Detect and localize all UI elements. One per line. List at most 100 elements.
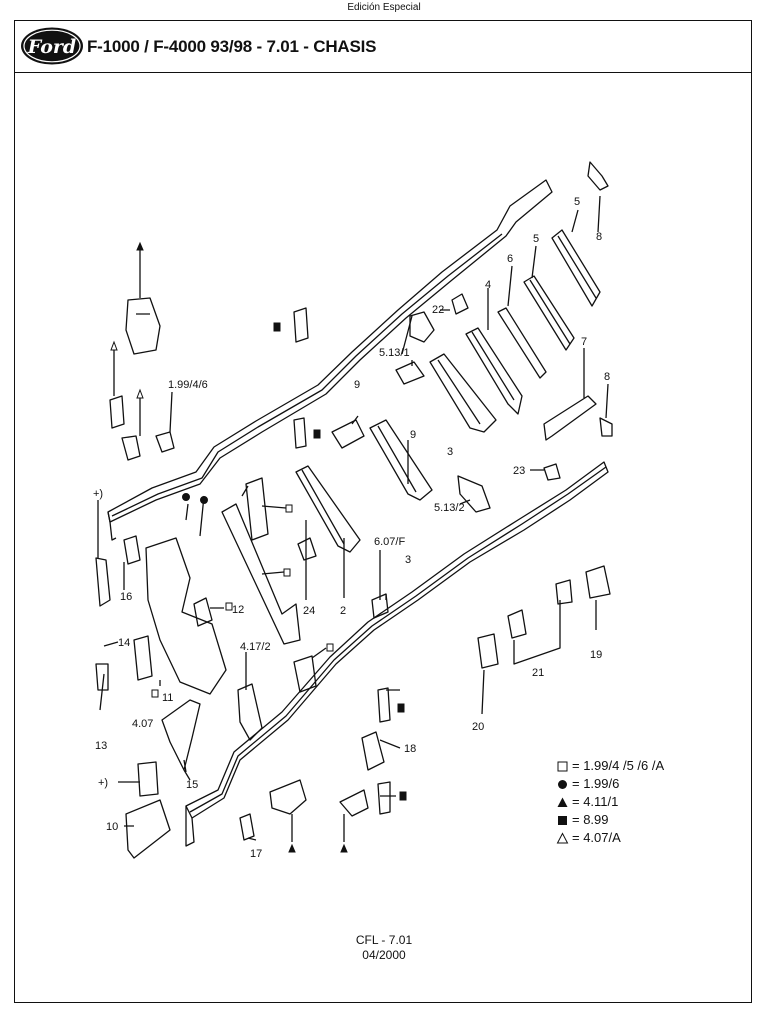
legend-row-circle-filled: = 1.99/6	[556, 775, 664, 793]
bracket-4-07	[133, 635, 153, 681]
callout-7: 7	[581, 336, 587, 348]
callout-9-right: 9	[410, 429, 416, 441]
bracket-15	[161, 699, 201, 771]
bracket-5-13-2	[457, 475, 491, 513]
triangle-outline-icon	[556, 831, 570, 845]
callout-22: 22	[432, 304, 444, 316]
callout-16: 16	[120, 591, 132, 603]
svg-text:Ford: Ford	[27, 36, 76, 58]
bolt-a	[293, 307, 309, 343]
edition-label: Edición Especial	[347, 2, 421, 13]
callout-8-mid: 8	[604, 371, 610, 383]
crossmember-5a	[551, 229, 601, 307]
page-frame: Ford F-1000 / F-4000 93/98 - 7.01 - CHAS…	[14, 20, 752, 1003]
callout-6: 6	[507, 253, 513, 265]
callout-13: 13	[95, 740, 107, 752]
callout-4-17-2: 4.17/2	[240, 641, 271, 653]
hook-mid	[339, 789, 369, 817]
legend-row-square-outline: = 1.99/4 /5 /6 /A	[556, 757, 664, 775]
callout-2: 2	[340, 605, 346, 617]
page-footer: CFL - 7.01 04/2000	[15, 933, 753, 963]
page-header: Ford F-1000 / F-4000 93/98 - 7.01 - CHAS…	[15, 21, 751, 73]
bracket-10	[125, 799, 171, 859]
bracket-22	[451, 293, 469, 315]
callout-12: 12	[232, 604, 244, 616]
callout-5-top: 5	[574, 196, 580, 208]
circle-filled-icon	[556, 777, 570, 791]
mount-1-99	[121, 435, 141, 461]
callout-24: 24	[303, 605, 315, 617]
bracket-20	[477, 633, 499, 669]
legend-row-triangle-outline: = 4.07/A	[556, 829, 664, 847]
callout-3-lower: 3	[405, 554, 411, 566]
crossmember-6	[497, 307, 547, 379]
bolt-d	[377, 781, 391, 815]
mount-12	[193, 597, 213, 627]
plate-left	[95, 557, 111, 607]
bracket-left	[109, 395, 125, 429]
callout-plus-upper: +)	[93, 488, 103, 500]
callout-10: 10	[106, 821, 118, 833]
callout-23: 23	[513, 465, 525, 477]
bracket-24	[297, 537, 317, 561]
callout-11: 11	[162, 692, 173, 704]
callout-1-99-4-6: 1.99/4/6	[168, 379, 208, 391]
shield-lower	[269, 779, 307, 815]
bracket-18	[361, 731, 385, 771]
bolt-c	[377, 687, 391, 723]
bracket-21b	[555, 579, 573, 605]
mount-small	[155, 431, 175, 453]
footer-date: 04/2000	[362, 948, 406, 962]
engine-mount-bracket	[145, 537, 227, 695]
upper-frame-rail	[107, 179, 553, 523]
bracket-mid	[293, 655, 317, 693]
legend-row-triangle-filled: = 4.11/1	[556, 793, 664, 811]
bracket-17	[239, 813, 255, 841]
callout-5-13-1: 5.13/1	[379, 347, 410, 359]
callout-4: 4	[485, 279, 491, 291]
bracket-upper	[125, 297, 161, 355]
bracket-23	[543, 463, 561, 481]
callout-5-13-2: 5.13/2	[434, 502, 465, 514]
brace-upper-left	[245, 477, 269, 541]
triangle-filled-icon	[556, 795, 570, 809]
square-filled-icon	[556, 813, 570, 827]
bracket-8b	[599, 417, 613, 437]
crossmember-4	[465, 327, 523, 415]
bracket-8a	[587, 161, 609, 191]
callout-21: 21	[532, 667, 544, 679]
callout-8-top: 8	[596, 231, 602, 243]
legend-row-square-filled: = 8.99	[556, 811, 664, 829]
footer-code: CFL - 7.01	[355, 933, 413, 947]
callout-17: 17	[250, 848, 262, 860]
bracket-5-13-1	[409, 311, 435, 343]
callout-6-07-f: 6.07/F	[374, 536, 405, 548]
bracket-9b	[331, 419, 365, 449]
bracket-19	[585, 565, 611, 599]
callout-19: 19	[590, 649, 602, 661]
crossmember-3a	[429, 353, 497, 433]
callout-14: 14	[118, 637, 130, 649]
crossmember-3b	[369, 419, 433, 501]
bracket-16	[123, 535, 141, 565]
square-outline-icon	[556, 759, 570, 773]
callout-20: 20	[472, 721, 484, 733]
bracket-21a	[507, 609, 527, 639]
page-title: F-1000 / F-4000 93/98 - 7.01 - CHASIS	[87, 37, 377, 56]
plate-low	[137, 761, 159, 797]
callout-plus-lower: +)	[98, 777, 108, 789]
callout-15: 15	[186, 779, 198, 791]
callout-9-left: 9	[354, 379, 360, 391]
side-member	[221, 503, 301, 645]
crossmember-7	[543, 395, 597, 441]
ford-logo: Ford	[21, 27, 83, 65]
callout-18: 18	[404, 743, 416, 755]
bracket-4-17-2	[237, 683, 263, 741]
bracket-13	[95, 663, 109, 691]
bolt-b	[293, 417, 307, 449]
callout-4-07: 4.07	[132, 718, 153, 730]
callout-5-second: 5	[533, 233, 539, 245]
callout-3-upper: 3	[447, 446, 453, 458]
bracket-6-07f	[371, 593, 389, 619]
